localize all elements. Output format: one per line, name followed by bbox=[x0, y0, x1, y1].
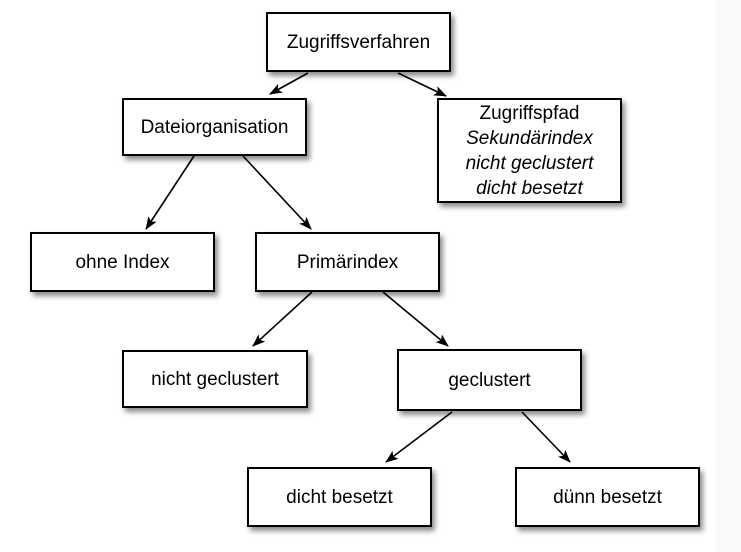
node-label-line2: Sekundärindex bbox=[466, 127, 593, 149]
edge-primaerindex-geclustert bbox=[382, 291, 449, 347]
node-label: nicht geclustert bbox=[151, 368, 279, 390]
node-ohne-index: ohne Index bbox=[30, 232, 215, 292]
edge-geclustert-dicht_besetzt bbox=[385, 411, 453, 463]
node-label-line3: nicht geclustert bbox=[465, 152, 594, 174]
node-label-line4: dicht besetzt bbox=[476, 177, 583, 199]
node-label: dünn besetzt bbox=[553, 486, 662, 508]
node-label-line1: Zugriffspfad bbox=[479, 102, 580, 124]
node-label: geclustert bbox=[448, 369, 531, 391]
node-duenn-besetzt: dünn besetzt bbox=[515, 467, 700, 527]
node-label: dicht besetzt bbox=[286, 486, 393, 508]
node-zugriffspfad: Zugriffspfad Sekundärindex nicht geclust… bbox=[437, 98, 622, 203]
edge-primaerindex-nicht_geclustert bbox=[252, 291, 313, 347]
node-geclustert: geclustert bbox=[397, 349, 582, 411]
node-dateiorganisation: Dateiorganisation bbox=[122, 98, 307, 156]
node-primaerindex: Primärindex bbox=[255, 232, 440, 292]
edge-zugriffsverfahren-dateiorganisation bbox=[269, 72, 309, 95]
edge-dateiorganisation-primaerindex bbox=[242, 155, 312, 230]
right-edge-strip bbox=[716, 0, 741, 552]
node-dicht-besetzt: dicht besetzt bbox=[247, 467, 432, 527]
node-zugriffsverfahren: Zugriffsverfahren bbox=[266, 12, 451, 72]
edge-zugriffsverfahren-zugriffspfad bbox=[397, 72, 447, 97]
node-label: Dateiorganisation bbox=[140, 116, 289, 138]
edge-geclustert-duenn_besetzt bbox=[521, 411, 571, 463]
node-label: Primärindex bbox=[296, 251, 399, 273]
node-label: ohne Index bbox=[75, 251, 170, 273]
node-label: Zugriffsverfahren bbox=[286, 31, 431, 53]
node-nicht-geclustert: nicht geclustert bbox=[122, 350, 308, 408]
edge-dateiorganisation-ohne_index bbox=[145, 155, 195, 230]
